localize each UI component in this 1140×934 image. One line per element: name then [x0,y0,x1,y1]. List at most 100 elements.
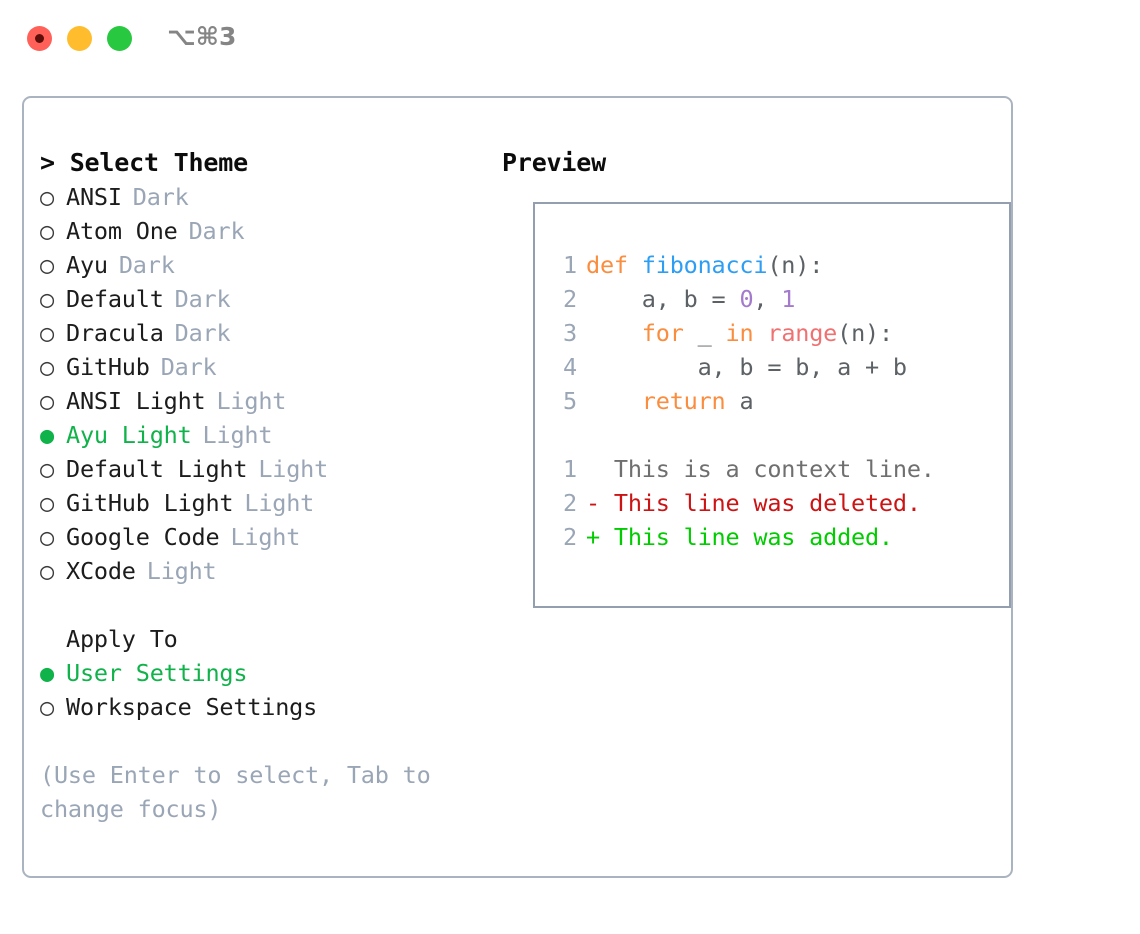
theme-option-label: Ayu [66,251,108,279]
theme-option-label: Default Light [66,455,248,483]
radio-unselected-icon: ○ [40,557,54,585]
diff-text: This is a context line. [613,455,935,483]
radio-unselected-icon: ○ [40,523,54,551]
theme-option-tag: Light [202,421,273,449]
apply-to-option-workspace-settings[interactable]: ○ Workspace Settings [40,690,480,724]
theme-option-label: Default [66,285,164,313]
theme-option-google-code[interactable]: ○ Google Code Light [40,520,480,554]
theme-option-tag: Dark [160,353,217,381]
theme-option-label: Google Code [66,523,220,551]
code-line: 2 a, b = 0, 1 [549,282,1003,316]
code-token-function: fibonacci [641,251,768,279]
code-token-keyword: return [641,387,726,415]
line-number: 5 [563,387,577,415]
window-title-shortcut: ⌥⌘3 [167,22,237,51]
maximize-window-button[interactable] [107,26,132,51]
theme-option-github[interactable]: ○ GitHub Dark [40,350,480,384]
code-token-plain: (n): [767,251,824,279]
code-token-keyword: def [586,251,642,279]
diff-sample: 1 This is a context line.2- This line wa… [549,452,1003,554]
theme-option-label: GitHub [66,353,150,381]
diff-text: This line was added. [613,523,893,551]
theme-option-tag: Dark [188,217,245,245]
line-number: 2 [563,285,577,313]
keyboard-hint-text: (Use Enter to select, Tab to change focu… [40,761,431,823]
code-diff-spacer [549,418,1003,452]
radio-unselected-icon: ○ [40,693,54,721]
theme-option-label: GitHub Light [66,489,234,517]
radio-unselected-icon: ○ [40,387,54,415]
code-token-plain: _ [683,319,726,347]
code-line: 3 for _ in range(n): [549,316,1003,350]
radio-selected-icon: ● [40,421,54,449]
theme-option-default-light[interactable]: ○ Default Light Light [40,452,480,486]
theme-option-tag: Dark [174,285,231,313]
theme-option-atom-one[interactable]: ○ Atom One Dark [40,214,480,248]
diff-line: 2+ This line was added. [549,520,1003,554]
theme-option-tag: Dark [118,251,175,279]
radio-selected-icon: ● [40,659,54,687]
code-token-number: 0 [739,285,754,313]
theme-option-label: ANSI Light [66,387,206,415]
radio-unselected-icon: ○ [40,285,54,313]
code-token-plain: a, b = [586,285,740,313]
diff-marker: + [586,523,614,551]
diff-marker [586,455,614,483]
theme-option-label: ANSI [66,183,122,211]
code-token-plain: (n): [837,319,893,347]
theme-option-label: XCode [66,557,136,585]
code-token-plain: a [725,387,754,415]
line-number: 4 [563,353,577,381]
code-token-number: 1 [781,285,796,313]
theme-option-tag: Light [230,523,301,551]
radio-unselected-icon: ○ [40,251,54,279]
minimize-window-button[interactable] [67,26,92,51]
apply-to-heading: Apply To [66,625,178,653]
code-token-builtin: range [767,319,838,347]
theme-option-default[interactable]: ○ Default Dark [40,282,480,316]
close-window-button[interactable] [27,26,52,51]
theme-option-tag: Dark [132,183,189,211]
theme-option-ayu-light[interactable]: ● Ayu Light Light [40,418,480,452]
apply-to-option-label: Workspace Settings [66,693,318,721]
line-number: 3 [563,319,577,347]
code-token-plain: a, b = b, a + b [586,353,907,381]
radio-unselected-icon: ○ [40,217,54,245]
theme-option-label: Atom One [66,217,178,245]
line-number: 1 [563,455,577,483]
window-titlebar: ⌥⌘3 [0,0,1140,78]
theme-option-tag: Light [244,489,315,517]
apply-to-option-label: User Settings [66,659,248,687]
theme-option-ayu[interactable]: ○ Ayu Dark [40,248,480,282]
code-token-plain [586,319,642,347]
code-token-plain [753,319,767,347]
diff-line: 2- This line was deleted. [549,486,1003,520]
diff-text: This line was deleted. [613,489,921,517]
code-token-plain: , [753,285,782,313]
code-token-keyword: for [641,319,684,347]
preview-heading: Preview [502,148,606,177]
radio-unselected-icon: ○ [40,319,54,347]
code-line: 5 return a [549,384,1003,418]
theme-option-tag: Light [258,455,329,483]
radio-unselected-icon: ○ [40,353,54,381]
section-spacer [40,588,480,622]
diff-line: 1 This is a context line. [549,452,1003,486]
radio-unselected-icon: ○ [40,455,54,483]
apply-to-option-user-settings[interactable]: ● User Settings [40,656,480,690]
code-token-plain [586,387,642,415]
theme-option-label: Ayu Light [66,421,192,449]
